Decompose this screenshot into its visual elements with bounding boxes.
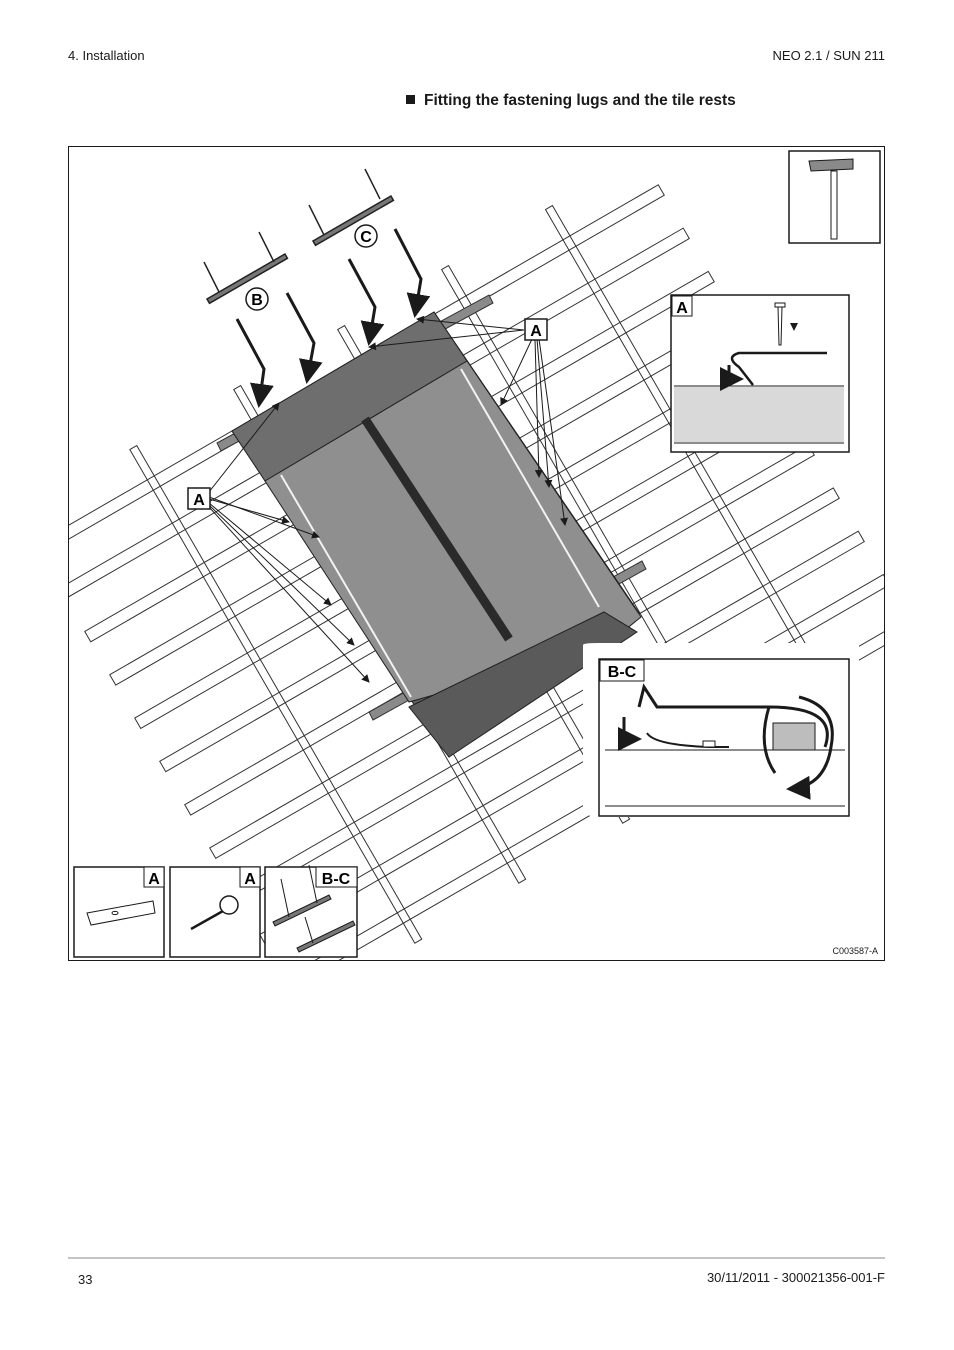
component-box-tile-rest-label: B-C bbox=[322, 871, 351, 888]
callout-leaders bbox=[208, 315, 568, 683]
detail-a-label: A bbox=[676, 300, 688, 317]
solar-collectors bbox=[231, 311, 642, 758]
callout-b: B bbox=[245, 287, 269, 311]
roof-installation-drawing: B C A A A bbox=[69, 150, 884, 960]
component-box-tile-rest: B-C bbox=[264, 864, 358, 958]
fitting-arrows bbox=[235, 228, 431, 408]
component-box-lug: A bbox=[73, 866, 165, 958]
page-number: 33 bbox=[78, 1272, 93, 1287]
header-section-label: 4. Installation bbox=[68, 48, 145, 63]
figure-code: C003587-A bbox=[832, 946, 878, 956]
square-bullet-icon bbox=[406, 95, 415, 104]
callout-a-left-label: A bbox=[193, 492, 205, 509]
footer-rule bbox=[68, 1257, 885, 1259]
component-box-lug-label: A bbox=[148, 871, 160, 888]
nail-icon bbox=[190, 895, 239, 931]
callout-a-left: A bbox=[187, 487, 211, 510]
detail-bc-panel: B-C bbox=[583, 643, 859, 817]
tile-rests bbox=[203, 168, 395, 305]
hammer-tool-panel bbox=[788, 150, 881, 244]
hammer-icon bbox=[808, 158, 854, 240]
detail-bc-label: B-C bbox=[608, 664, 637, 681]
component-box-nail: A bbox=[169, 866, 261, 958]
header-product-name: NEO 2.1 / SUN 211 bbox=[772, 48, 885, 63]
detail-a-panel: A bbox=[670, 294, 850, 453]
callout-b-label: B bbox=[251, 292, 263, 309]
callout-c-label: C bbox=[360, 229, 372, 246]
nail-icon bbox=[774, 302, 798, 346]
callout-a-top: A bbox=[524, 318, 548, 341]
installation-figure: B C A A A bbox=[68, 146, 885, 961]
component-box-nail-label: A bbox=[244, 871, 256, 888]
callout-a-top-label: A bbox=[530, 323, 542, 340]
document-reference: 30/11/2011 - 300021356-001-F bbox=[706, 1270, 885, 1285]
section-title-text: Fitting the fastening lugs and the tile … bbox=[424, 92, 736, 109]
callout-c: C bbox=[354, 224, 378, 248]
section-title: Fitting the fastening lugs and the tile … bbox=[406, 92, 736, 110]
